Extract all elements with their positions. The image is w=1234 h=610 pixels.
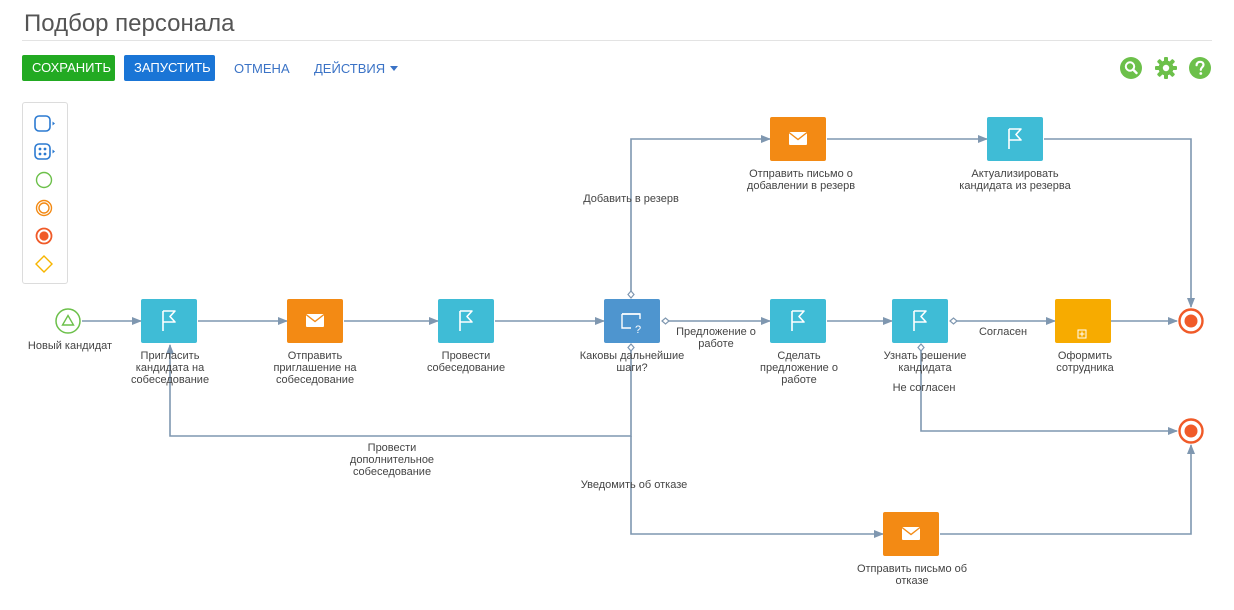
actions-menu[interactable]: ДЕЙСТВИЯ xyxy=(314,61,399,76)
gear-icon[interactable] xyxy=(1154,56,1178,80)
task-icon[interactable] xyxy=(33,113,57,135)
end-event-hire[interactable] xyxy=(1178,308,1204,334)
reject-mail-task[interactable] xyxy=(883,512,939,556)
flow-reject-end xyxy=(940,444,1195,535)
send-invite-task[interactable] xyxy=(287,299,343,343)
hire-subprocess[interactable] xyxy=(1055,299,1111,343)
envelope-icon xyxy=(788,131,808,145)
interview-label: Провести собеседование xyxy=(426,350,506,374)
flag-icon xyxy=(459,310,473,331)
update-reserve-label: Актуализировать кандидата из резерва xyxy=(959,168,1071,192)
flow-update-end xyxy=(1044,138,1195,308)
flag-icon xyxy=(913,310,927,331)
title-divider xyxy=(22,40,1212,41)
flow-extra-interview xyxy=(166,344,632,437)
flow-label-not-agreed: Не согласен xyxy=(892,382,956,394)
next-steps-task[interactable]: ? xyxy=(604,299,660,343)
flow-diamond xyxy=(661,317,670,325)
decision-label: Узнать решение кандидата xyxy=(883,350,967,374)
flag-icon xyxy=(1008,128,1022,149)
envelope-icon xyxy=(305,313,325,327)
reject-mail-label: Отправить письмо об отказе xyxy=(856,563,968,587)
flow-to-reserve xyxy=(630,135,771,298)
hire-label: Оформить сотрудника xyxy=(1056,350,1114,374)
flow-not-agreed xyxy=(920,347,1178,435)
invite-task[interactable] xyxy=(141,299,197,343)
flow-label-notify-reject: Уведомить об отказе xyxy=(580,479,688,491)
save-button[interactable]: СОХРАНИТЬ xyxy=(22,55,115,81)
gateway-icon[interactable] xyxy=(33,253,57,275)
end-event-reject[interactable] xyxy=(1178,418,1204,444)
subprocess-marker-icon xyxy=(1077,329,1087,339)
end-event-icon[interactable] xyxy=(33,225,57,247)
svg-text:?: ? xyxy=(635,324,641,336)
flow-label-offer: Предложение о работе xyxy=(676,326,756,350)
send-invite-label: Отправить приглашение на собеседование xyxy=(273,350,357,386)
actions-label: ДЕЙСТВИЯ xyxy=(314,61,386,76)
decision-task[interactable] xyxy=(892,299,948,343)
interview-task[interactable] xyxy=(438,299,494,343)
caret-down-icon xyxy=(390,66,399,71)
cancel-link[interactable]: ОТМЕНА xyxy=(234,61,290,76)
flag-icon xyxy=(791,310,805,331)
envelope-icon xyxy=(901,526,921,540)
help-icon[interactable] xyxy=(1188,56,1212,80)
search-icon[interactable] xyxy=(1119,56,1143,80)
subprocess-icon[interactable] xyxy=(33,141,57,163)
start-event[interactable] xyxy=(55,308,81,334)
reserve-mail-task[interactable] xyxy=(770,117,826,161)
next-steps-label: Каковы дальнейшие шаги? xyxy=(579,350,685,374)
flow-diamond xyxy=(627,343,635,352)
flow-label-extra-interview: Провести дополнительное собеседование xyxy=(349,442,435,478)
element-palette xyxy=(22,102,68,284)
invite-task-label: Пригласить кандидата на собеседование xyxy=(130,350,210,386)
intermediate-event-icon[interactable] xyxy=(33,197,57,219)
page-title: Подбор персонала xyxy=(24,10,235,37)
flow-notify-reject xyxy=(630,436,884,538)
flag-icon xyxy=(162,310,176,331)
update-reserve-task[interactable] xyxy=(987,117,1043,161)
flow-diamond xyxy=(627,290,635,299)
start-event-icon[interactable] xyxy=(33,169,57,191)
flow-label-agreed: Согласен xyxy=(978,326,1028,338)
flow-diamond xyxy=(917,343,925,352)
start-event-label: Новый кандидат xyxy=(27,340,113,352)
question-icon: ? xyxy=(621,313,641,336)
flow-label-reserve: Добавить в резерв xyxy=(583,193,679,205)
reserve-mail-label: Отправить письмо о добавлении в резерв xyxy=(746,168,856,192)
flow-diamond xyxy=(949,317,958,325)
offer-task[interactable] xyxy=(770,299,826,343)
offer-label: Сделать предложение о работе xyxy=(760,350,838,386)
run-button[interactable]: ЗАПУСТИТЬ xyxy=(124,55,215,81)
